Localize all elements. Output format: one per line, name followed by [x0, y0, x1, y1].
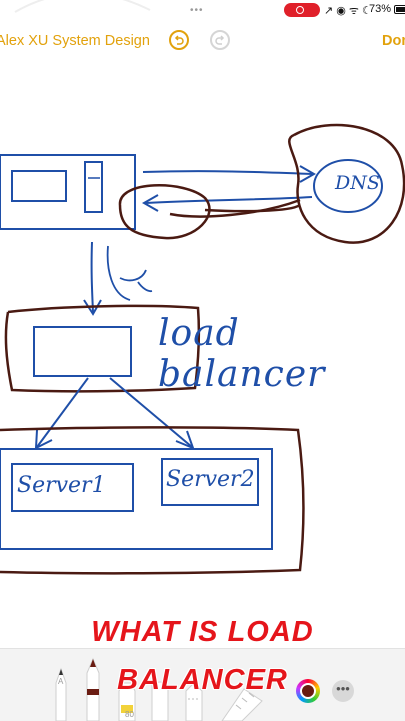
server1-box [11, 463, 134, 512]
dns-label: DNS [335, 172, 380, 194]
highlighter-tool-icon[interactable] [118, 682, 136, 721]
request-arrow [142, 170, 313, 175]
dns-ellipse [313, 159, 383, 213]
redo-icon [215, 35, 225, 45]
dns-outline [288, 123, 405, 244]
lb-to-server2-arrow [109, 377, 193, 448]
multitask-dots-icon[interactable]: ••• [190, 5, 204, 16]
lasso-tool-icon[interactable] [185, 682, 203, 721]
battery-percent: 73% [369, 3, 392, 15]
battery-icon [394, 5, 405, 14]
video-caption: WHAT IS LOAD BALANCER [0, 608, 405, 704]
client-screen [11, 170, 67, 202]
drawing-tools [55, 657, 263, 721]
client-to-lb-arrow [90, 241, 94, 313]
response-loop [118, 184, 211, 240]
undo-icon [174, 35, 184, 45]
marker-tool-icon[interactable] [86, 657, 100, 721]
document-title[interactable]: Alex XU System Design [0, 33, 150, 49]
server-cluster-outline [0, 426, 305, 575]
lb-outline [4, 304, 201, 393]
color-picker-button[interactable] [296, 679, 320, 703]
ruler-tool-icon[interactable] [221, 688, 263, 721]
eraser-tool-icon[interactable] [151, 681, 169, 721]
redo-button[interactable] [210, 30, 230, 50]
response-arrow [145, 196, 313, 204]
caption-line-2: BALANCER [117, 664, 288, 696]
status-bar: ••• ↗ ◉ ᯤ ☾ 73% [0, 0, 405, 22]
status-icons: ↗ ◉ ᯤ ☾ [324, 5, 372, 17]
pen-label: A [58, 677, 64, 686]
lb-to-server1-arrow [36, 377, 89, 448]
server2-box [161, 458, 259, 506]
caption-line-1: WHAT IS LOAD [91, 616, 314, 648]
faint-stroke [14, 0, 151, 13]
client-tower [84, 161, 103, 213]
load-balancer-label: load balancer [158, 313, 326, 395]
pen-tool-icon[interactable] [55, 667, 67, 721]
undo-button[interactable] [169, 30, 189, 50]
notes-toolbar: Alex XU System Design Done [0, 22, 405, 58]
server-cluster-box [0, 448, 273, 550]
done-button[interactable]: Done [382, 33, 405, 49]
screen-record-icon[interactable] [284, 3, 320, 17]
tool-tray: A 80 ••• [0, 648, 405, 721]
server1-label: Server1 [17, 473, 106, 498]
lb-box [33, 326, 132, 377]
client-box [0, 154, 136, 230]
server2-label: Server2 [166, 467, 255, 492]
marker-size-label: 80 [125, 710, 134, 719]
more-icon[interactable]: ••• [332, 680, 354, 702]
